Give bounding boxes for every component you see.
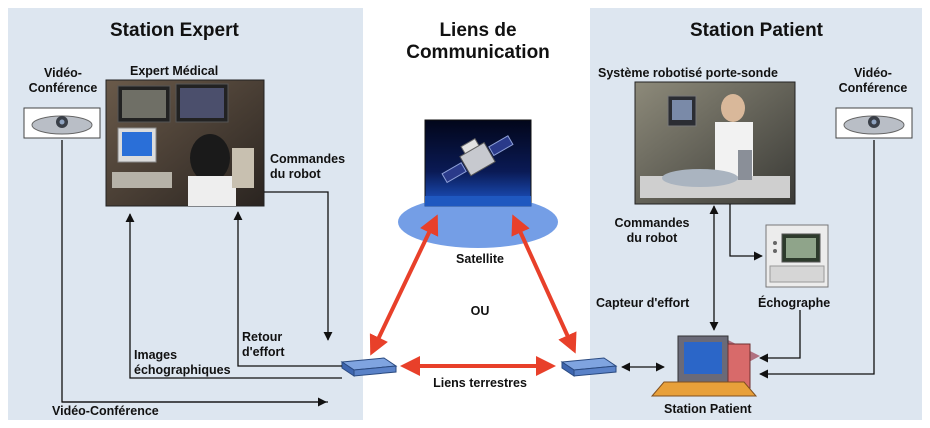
patient-commands-label: Commandes du robot <box>604 216 700 246</box>
links-title: Liens de Communication <box>393 20 563 64</box>
expert-commands-line2: du robot <box>270 167 321 181</box>
force-sensor-label: Capteur d'effort <box>596 296 690 310</box>
patient-videoconf-label: Vidéo- Conférence <box>838 66 908 96</box>
links-title-line1: Liens de <box>439 20 517 41</box>
terrestrial-links-label: Liens terrestres <box>433 376 527 390</box>
expert-station-title: Station Expert <box>110 20 239 41</box>
expert-videoconf-line2: Conférence <box>28 81 98 95</box>
expert-commands-line1: Commandes <box>270 152 346 166</box>
patient-station-computer <box>650 335 760 397</box>
robot-system-photo <box>634 81 796 205</box>
expert-videoconf-label: Vidéo- Conférence <box>28 66 98 96</box>
satellite-label: Satellite <box>456 252 504 266</box>
patient-commands-line1: Commandes <box>614 216 690 230</box>
expert-commands-label: Commandes du robot <box>270 152 345 182</box>
ultrasound-images-line1: Images <box>134 348 178 362</box>
expert-videoconf-bottom-label: Vidéo-Conférence <box>52 404 159 418</box>
links-title-line2: Communication <box>406 42 550 63</box>
force-feedback-line1: Retour <box>242 330 283 344</box>
expert-station-panel <box>8 8 363 420</box>
patient-network-box <box>560 357 618 377</box>
patient-commands-line2: du robot <box>626 231 678 245</box>
patient-connection-lines <box>621 140 875 379</box>
satellite-link-arrows <box>369 214 577 376</box>
echograph-device <box>765 224 829 288</box>
expert-medical-photo <box>105 79 265 207</box>
expert-videoconf-line1: Vidéo- <box>44 66 82 80</box>
patient-station-panel <box>590 8 922 420</box>
robot-system-label: Système robotisé porte-sonde <box>598 66 778 80</box>
patient-videoconf-line2: Conférence <box>838 81 908 95</box>
force-feedback-line2: d'effort <box>242 345 285 359</box>
patient-station-label: Station Patient <box>664 402 752 416</box>
force-feedback-label: Retour d'effort <box>242 330 285 360</box>
expert-network-box <box>340 357 398 377</box>
echograph-label: Échographe <box>758 296 831 310</box>
patient-videoconf-line1: Vidéo- <box>854 66 892 80</box>
patient-station-title: Station Patient <box>690 20 824 41</box>
expert-videoconf-camera <box>23 107 101 139</box>
satellite-image <box>398 119 558 248</box>
ultrasound-images-label: Images échographiques <box>134 348 231 378</box>
or-label: OU <box>470 304 490 318</box>
ultrasound-images-line2: échographiques <box>134 363 231 377</box>
patient-videoconf-camera <box>835 107 913 139</box>
expert-medical-label: Expert Médical <box>130 64 219 78</box>
